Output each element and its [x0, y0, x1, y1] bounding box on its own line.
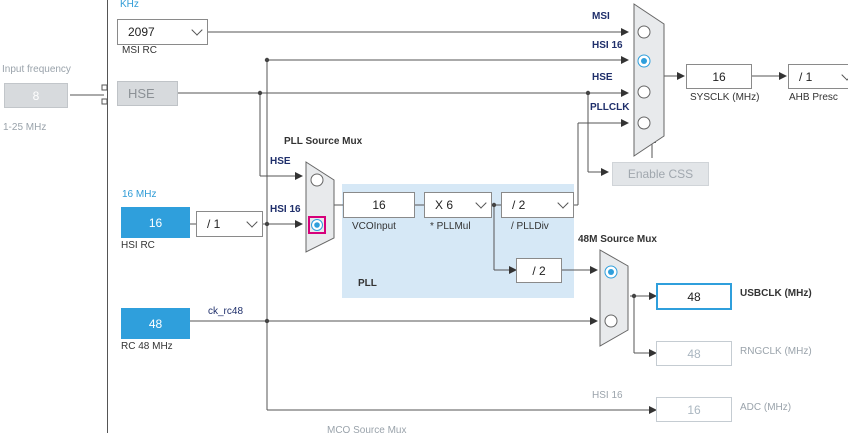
chevron-down-icon — [475, 197, 487, 209]
mco-source-mux-title: MCO Source Mux — [327, 425, 407, 436]
adc-source-label: HSI 16 — [592, 390, 623, 401]
pll-label: PLL — [358, 278, 377, 289]
system-clock-mux — [633, 3, 665, 157]
divider-line — [107, 0, 108, 433]
mux48-radio-rc48 — [604, 314, 618, 328]
chevron-down-icon — [191, 24, 203, 36]
sysmux-radio-msi — [637, 25, 651, 39]
sysmux-label-hse: HSE — [592, 72, 613, 83]
input-frequency-field[interactable]: 8 — [4, 83, 68, 108]
pll-div-label: / PLLDiv — [511, 221, 549, 232]
adc-field[interactable]: 16 — [656, 397, 732, 422]
mux48 — [599, 249, 629, 347]
rngclk-field[interactable]: 48 — [656, 341, 732, 366]
sysclk-field[interactable]: 16 — [686, 64, 752, 89]
enable-css-button[interactable]: Enable CSS — [612, 162, 709, 186]
pll-div48-field[interactable]: / 2 — [516, 258, 562, 283]
hsi-rc-label: HSI RC — [121, 240, 155, 251]
adc-label: ADC (MHz) — [740, 402, 792, 413]
sysmux-label-pllclk: PLLCLK — [590, 102, 630, 113]
vco-input-label: VCOInput — [352, 221, 396, 232]
pll-source-mux-title: PLL Source Mux — [284, 136, 363, 147]
ahb-prescaler-select[interactable]: / 1 — [788, 64, 848, 89]
msi-rc-label: MSI RC — [122, 45, 157, 56]
hsi-unit-label: 16 MHz — [122, 189, 157, 200]
input-frequency-label: Input frequency — [2, 64, 71, 75]
sysmux-label-msi: MSI — [592, 11, 610, 22]
sysclk-label: SYSCLK (MHz) — [690, 92, 760, 103]
sysmux-radio-pllclk — [637, 116, 651, 130]
hsi-rc-field[interactable]: 16 — [121, 207, 190, 238]
ck-rc48-label: ck_rc48 — [208, 306, 244, 317]
pll-mul-label: * PLLMul — [430, 221, 471, 232]
hse-block[interactable]: HSE — [117, 81, 178, 106]
rngclk-label: RNGCLK (MHz) — [740, 346, 812, 357]
chevron-down-icon — [557, 197, 569, 209]
sysmux-label-hsi16: HSI 16 — [592, 40, 623, 51]
pll-div-value: / 2 — [512, 198, 526, 212]
ahb-prescaler-value: / 1 — [799, 69, 813, 84]
usbclk-field[interactable]: 48 — [656, 283, 732, 310]
pllmux-label-hse: HSE — [270, 156, 291, 167]
pll-div-select[interactable]: / 2 — [501, 192, 574, 218]
mux48-title: 48M Source Mux — [578, 234, 657, 245]
msi-frequency-value: 2097 — [128, 25, 155, 39]
chevron-down-icon — [841, 68, 848, 81]
rc48-field[interactable]: 48 — [121, 308, 190, 339]
vco-input-field[interactable]: 16 — [343, 192, 415, 218]
msi-frequency-select[interactable]: 2097 — [117, 19, 208, 45]
hsi-prescaler-select[interactable]: / 1 — [196, 211, 263, 237]
ahb-prescaler-label: AHB Presc — [789, 92, 838, 103]
pllmux-label-hsi16: HSI 16 — [270, 204, 301, 215]
sysmux-radio-hse — [637, 85, 651, 99]
pll-mul-value: X 6 — [435, 198, 454, 212]
usbclk-label: USBCLK (MHz) — [740, 288, 812, 299]
pll-mul-select[interactable]: X 6 — [424, 192, 492, 218]
msi-unit-label: KHz — [120, 0, 139, 10]
pllmux-selection-highlight — [308, 216, 326, 234]
hsi-prescaler-value: / 1 — [207, 217, 221, 231]
input-frequency-range: 1-25 MHz — [3, 122, 47, 133]
chevron-down-icon — [246, 216, 258, 228]
pllmux-radio-hse — [310, 173, 324, 187]
rc48-label: RC 48 MHz — [121, 341, 173, 352]
